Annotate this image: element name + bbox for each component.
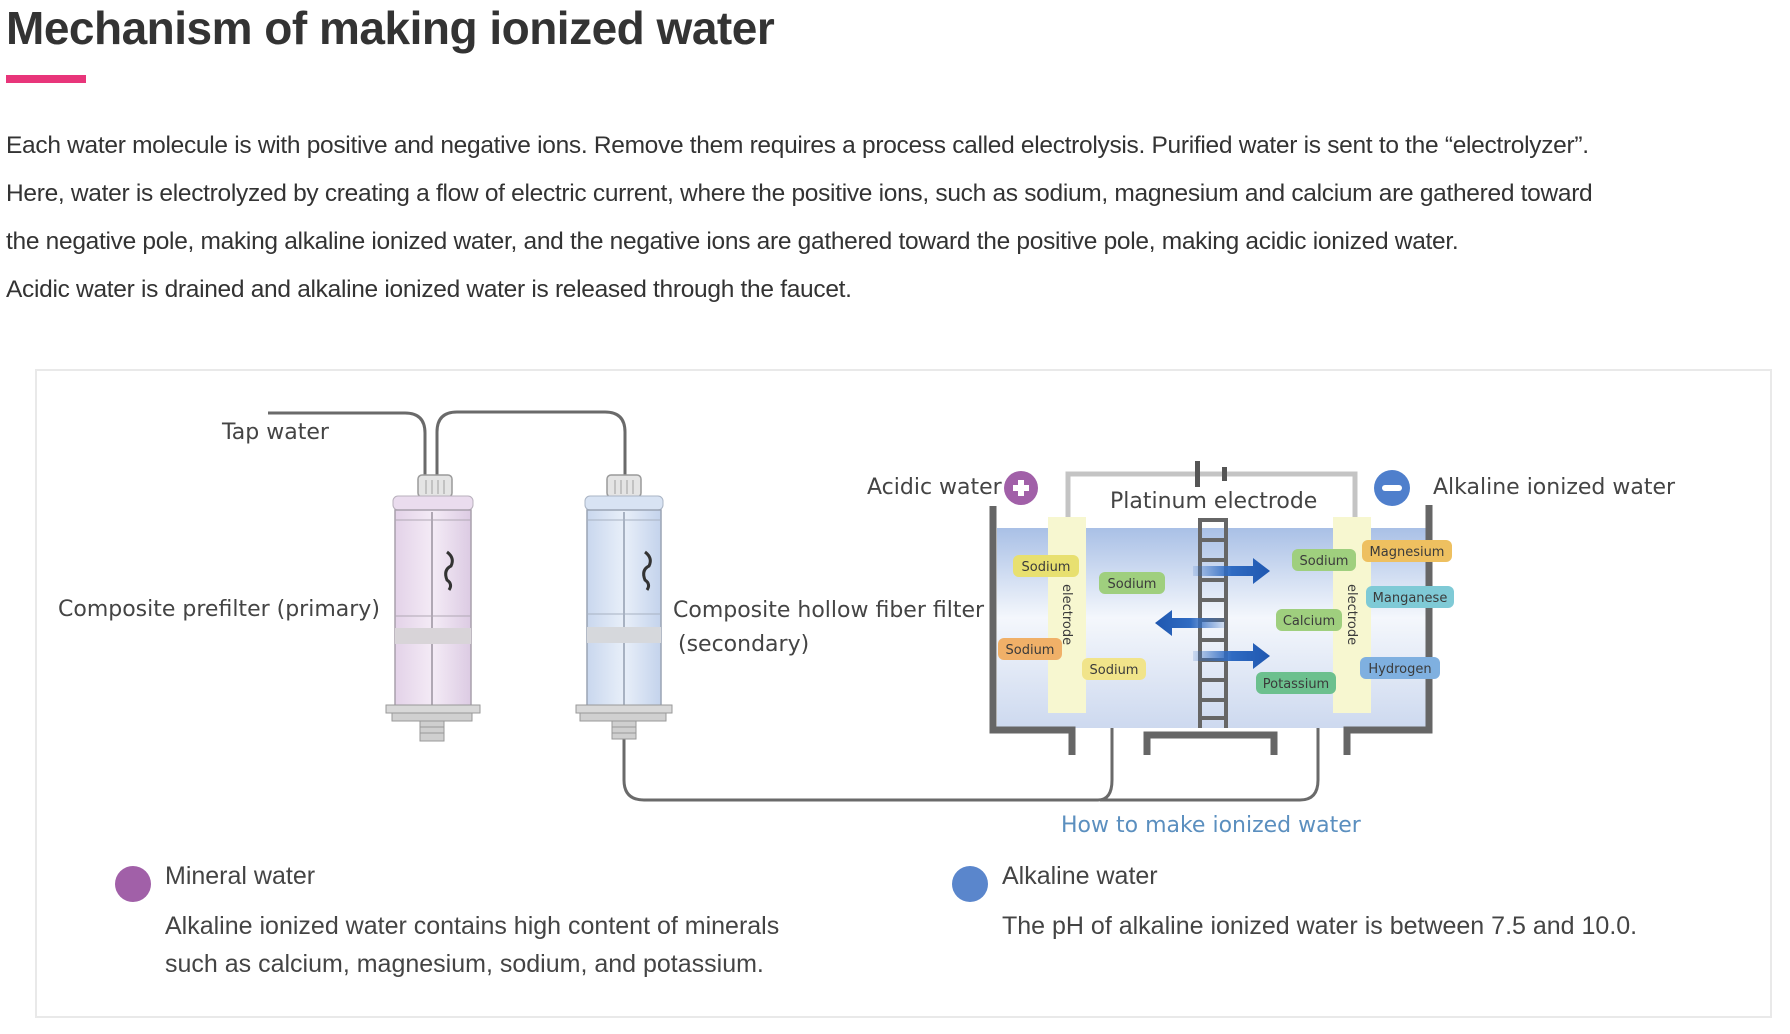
hollow-fiber-label: Composite hollow fiber filter xyxy=(673,598,985,623)
svg-text:Calcium: Calcium xyxy=(1283,614,1335,629)
svg-text:Sodium: Sodium xyxy=(1300,554,1349,569)
hollow-fiber-filter-cartridge xyxy=(575,474,673,740)
diagram-frame xyxy=(35,369,1772,1018)
legend-description-line: such as calcium, magnesium, sodium, and … xyxy=(165,950,764,978)
tank-center-outlet xyxy=(1143,731,1278,755)
ion-tags-acidic: Sodium Sodium Sodium Sodium xyxy=(998,555,1165,680)
legend-title: Mineral water xyxy=(165,862,316,890)
ion-tag: Sodium xyxy=(1292,549,1356,571)
prefilter-label: Composite prefilter (primary) xyxy=(58,597,380,622)
svg-text:Sodium: Sodium xyxy=(1090,663,1139,678)
hollow-fiber-label-secondary: (secondary) xyxy=(678,632,809,657)
arrow-right-icon xyxy=(1193,643,1270,669)
platinum-electrode-label: Platinum electrode xyxy=(1110,489,1317,514)
negative-pole-icon xyxy=(1374,470,1410,506)
alkaline-ionized-water-label: Alkaline ionized water xyxy=(1433,475,1676,500)
ion-tag: Sodium xyxy=(1082,658,1146,680)
svg-text:Manganese: Manganese xyxy=(1373,591,1448,606)
arrow-right-icon xyxy=(1193,558,1270,584)
drain-pipe xyxy=(1100,722,1320,802)
tap-water-pipe xyxy=(268,411,427,480)
ion-tag: Calcium xyxy=(1276,609,1342,631)
title-underline xyxy=(6,75,86,83)
acidic-water-label: Acidic water xyxy=(867,475,1003,500)
ion-tag: Manganese xyxy=(1366,586,1454,608)
transfer-pipe xyxy=(435,410,627,480)
legend-description: The pH of alkaline ionized water is betw… xyxy=(1002,907,1637,945)
prefilter-cartridge xyxy=(385,474,481,742)
intro-line: Acidic water is drained and alkaline ion… xyxy=(6,276,852,303)
intro-paragraph: Each water molecule is with positive and… xyxy=(6,122,1790,314)
outlet-pipe xyxy=(622,720,1114,802)
legend-title: Alkaline water xyxy=(1002,862,1158,890)
right-electrode-label: electrode xyxy=(1344,584,1359,645)
svg-text:Sodium: Sodium xyxy=(1006,643,1055,658)
tank-wall xyxy=(989,506,1076,755)
battery-long-plate xyxy=(1195,461,1200,487)
svg-text:Hydrogen: Hydrogen xyxy=(1368,662,1431,677)
ion-tag: Potassium xyxy=(1256,672,1336,694)
ion-tag: Sodium xyxy=(1099,572,1165,594)
page-title: Mechanism of making ionized water xyxy=(6,2,775,54)
water-pipes xyxy=(268,410,1320,802)
left-electrode-label: electrode xyxy=(1059,584,1074,645)
battery-short-plate xyxy=(1222,467,1227,481)
ion-tag: Sodium xyxy=(998,638,1062,660)
intro-line: the negative pole, making alkaline ioniz… xyxy=(6,228,1459,255)
tank-wall xyxy=(1343,505,1433,755)
arrow-left-icon xyxy=(1155,610,1225,636)
svg-text:Magnesium: Magnesium xyxy=(1370,545,1445,560)
ion-tag: Hydrogen xyxy=(1360,657,1440,679)
intro-line: Each water molecule is with positive and… xyxy=(6,132,1589,159)
svg-text:Sodium: Sodium xyxy=(1108,577,1157,592)
legend-description: Alkaline ionized water contains high con… xyxy=(165,907,779,983)
svg-text:Sodium: Sodium xyxy=(1022,560,1071,575)
ion-tag: Magnesium xyxy=(1362,540,1452,562)
tap-water-label: Tap water xyxy=(221,420,330,445)
mineral-water-dot-icon xyxy=(115,866,151,902)
alkaline-water-dot-icon xyxy=(952,866,988,902)
intro-line: Here, water is electrolyzed by creating … xyxy=(6,180,1593,207)
left-electrode-plate xyxy=(1048,517,1086,713)
ion-tag: Sodium xyxy=(1013,555,1079,577)
diagram-caption: How to make ionized water xyxy=(1061,813,1362,838)
ion-tags-alkaline: Sodium Calcium Potassium Magnesium Manga… xyxy=(1256,540,1454,694)
legend-description-line: Alkaline ionized water contains high con… xyxy=(165,912,780,940)
electrode-wire xyxy=(1065,471,1358,517)
positive-pole-icon xyxy=(1004,471,1038,505)
legend-description-line: The pH of alkaline ionized water is betw… xyxy=(1002,912,1638,940)
svg-text:Potassium: Potassium xyxy=(1263,677,1329,692)
